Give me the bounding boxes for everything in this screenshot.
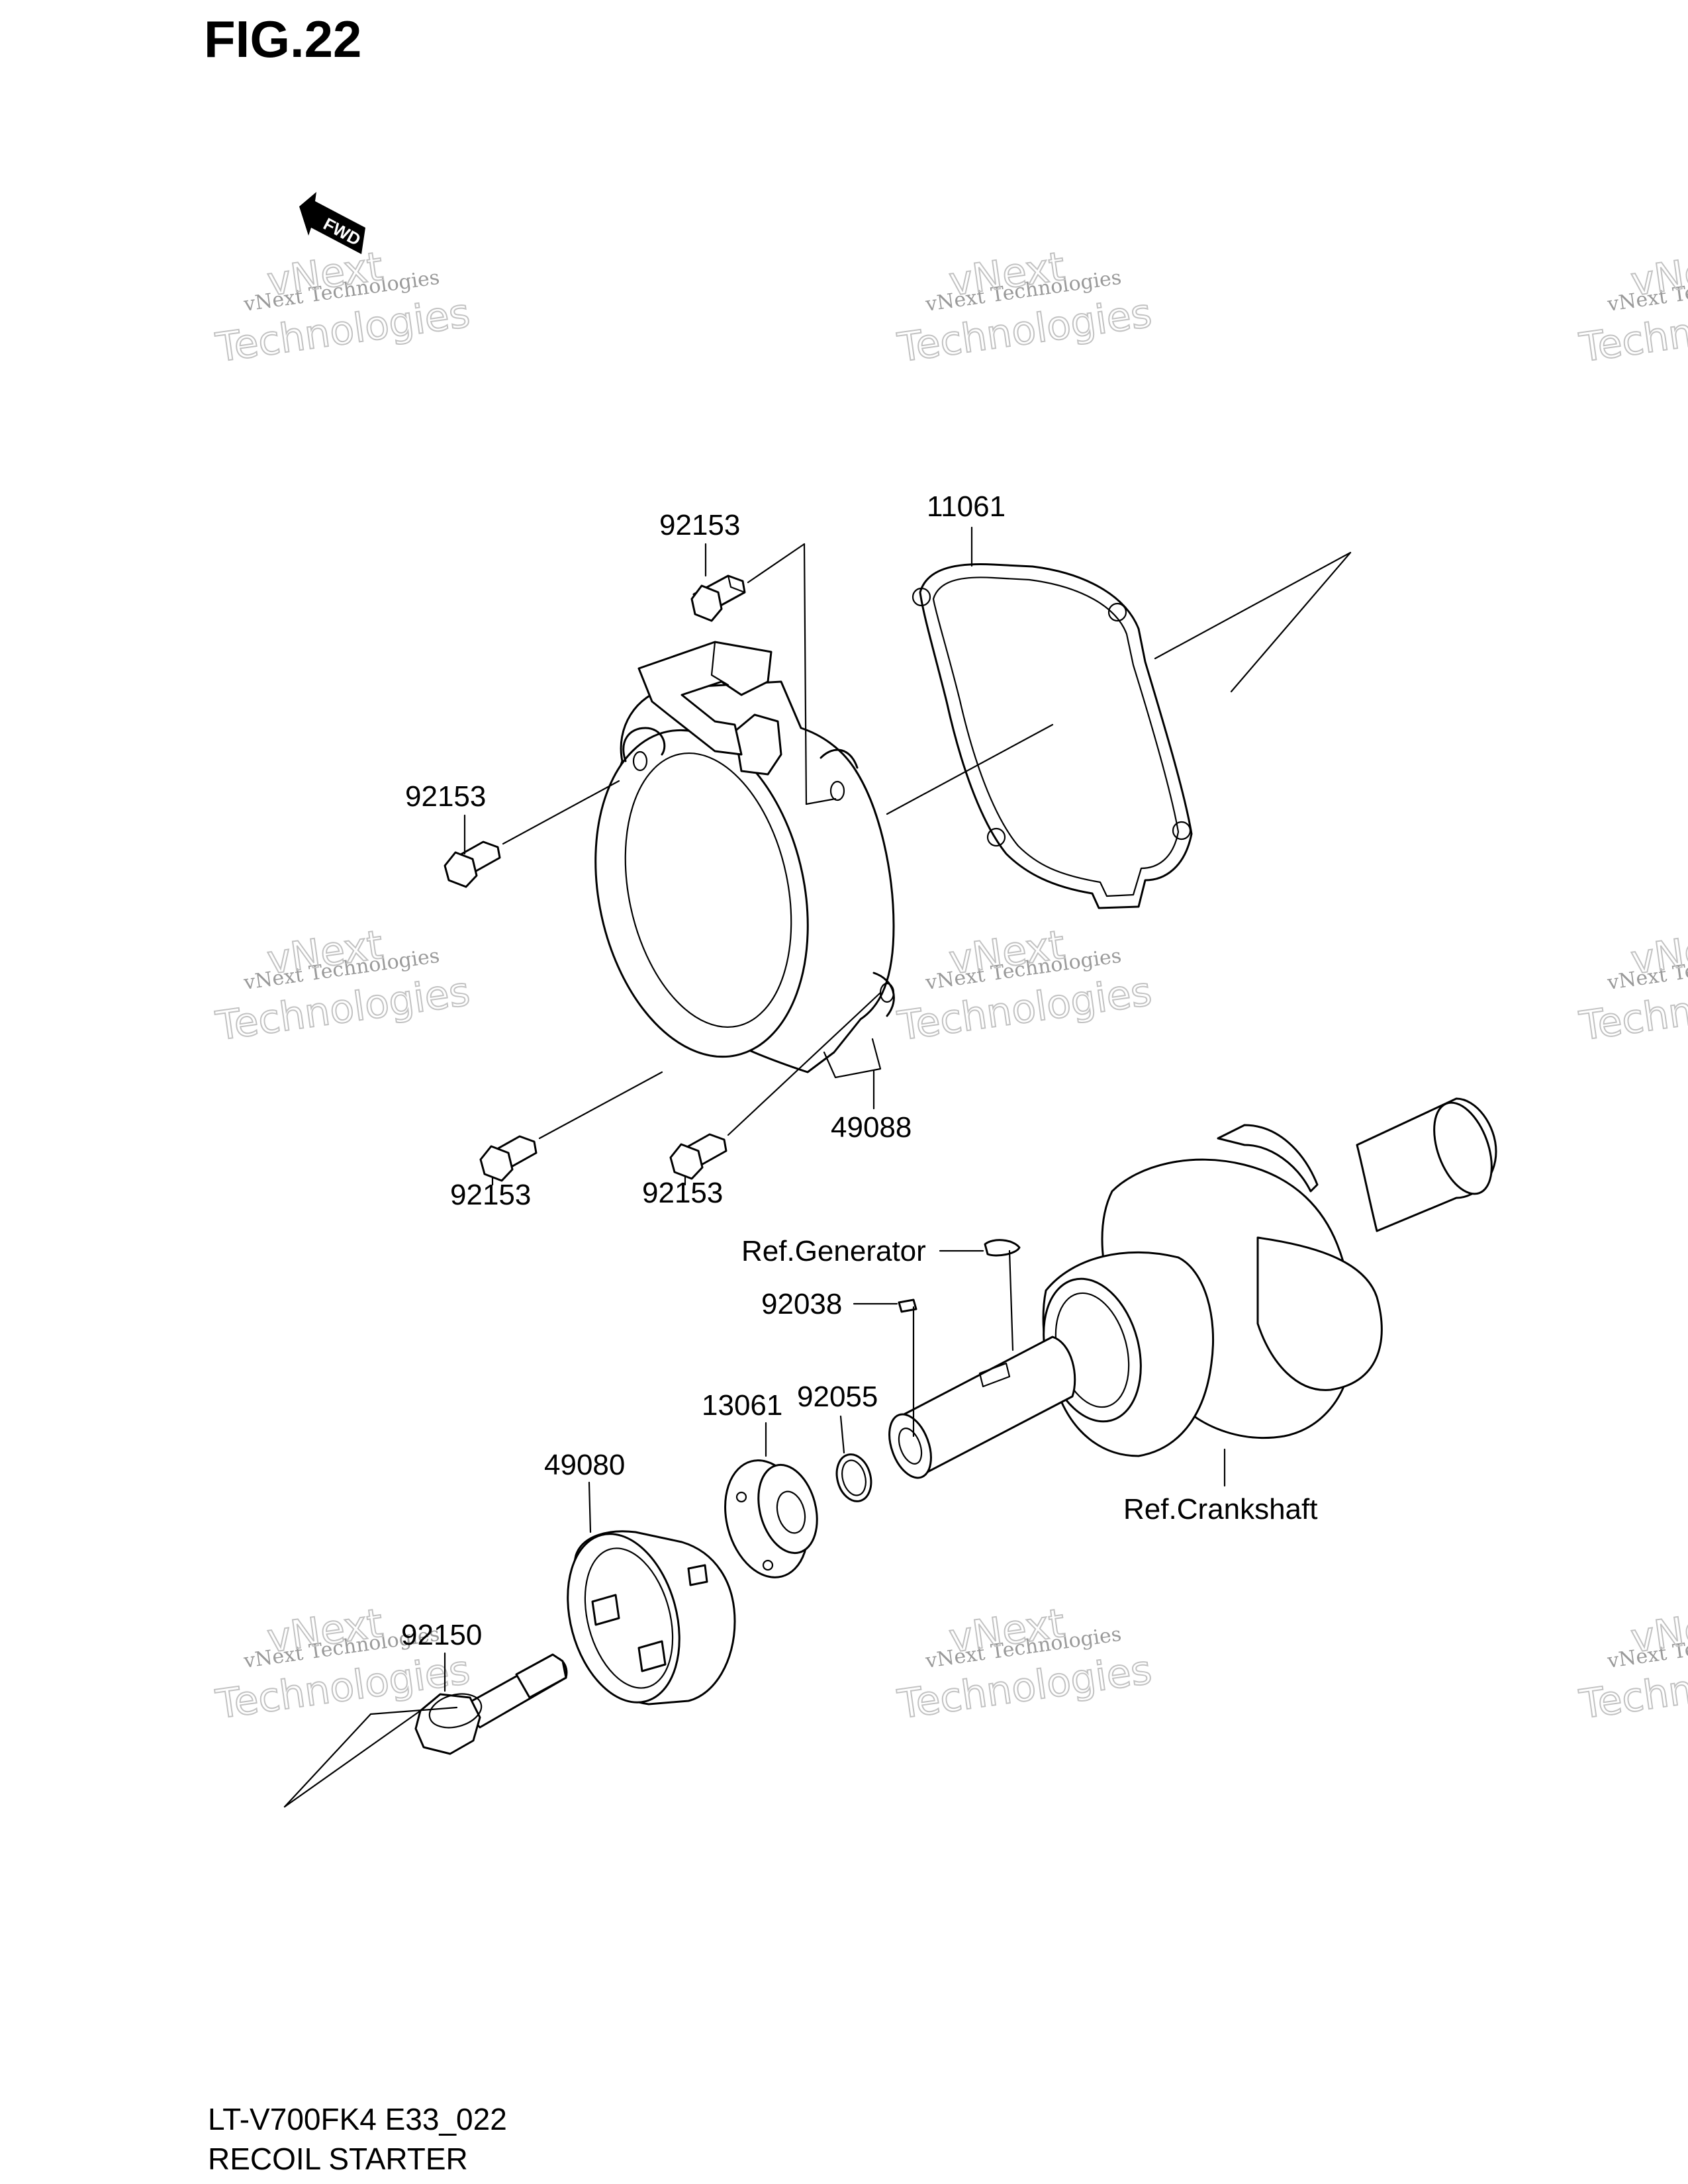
bolt-92153-bottom-middle [669,1133,727,1180]
bolt-92153-bottom-left [479,1135,538,1182]
drive-plate-13061 [724,1459,818,1578]
callout-49088: 49088 [831,1111,912,1144]
callout-92153-left: 92153 [405,780,486,813]
bolt-92153-left [444,841,501,888]
gasket-11061 [912,563,1193,909]
starter-cup-49080 [567,1530,736,1706]
callout-11061: 11061 [927,490,1006,523]
crankshaft [888,1097,1497,1479]
section-title: RECOIL STARTER [208,2142,468,2176]
callout-92150: 92150 [401,1619,482,1651]
callout-92055: 92055 [797,1381,878,1413]
callout-49080: 49080 [544,1449,625,1481]
callout-92153-bottom-left: 92153 [450,1179,531,1211]
leader-lines [283,526,1352,1808]
watermark-line2: vNext [1628,922,1688,984]
callout-ref-generator: Ref.Generator [741,1235,926,1267]
recoil-starter-housing-49088 [594,641,895,1079]
watermark-line2: vNext [1628,1600,1688,1662]
callout-13061: 13061 [702,1389,782,1422]
watermark-line2: vNext [1628,244,1688,306]
callout-ref-crankshaft: Ref.Crankshaft [1123,1493,1317,1525]
watermark: vNext Technologies vNext Technologies vN… [212,243,1688,1729]
figure-title: FIG.22 [204,10,361,68]
model-code: LT-V700FK4 E33_022 [208,2102,507,2136]
bolt-92153-top [690,574,746,622]
o-ring-92055 [835,1453,872,1502]
callout-92153-bottom-middle: 92153 [642,1177,723,1209]
fwd-arrow-icon: FWD [299,192,365,254]
callouts: 92153 11061 92153 92153 92153 49088 Ref.… [401,490,1317,1651]
key-92038 [898,1298,917,1313]
callout-92153-top: 92153 [659,509,740,541]
callout-92038: 92038 [761,1288,842,1320]
woodruff-key [984,1239,1021,1257]
